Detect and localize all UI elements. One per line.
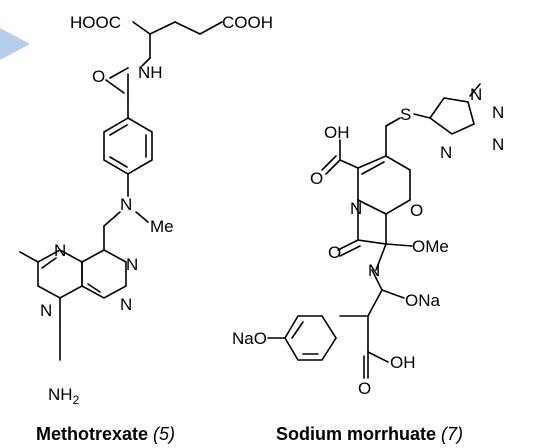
morrhuate-ring-o: O [410, 201, 423, 220]
methotrexate-n3: N [40, 301, 52, 320]
morrhuate-lactam-n: N [350, 199, 362, 218]
methotrexate-methyl: Me [150, 217, 174, 236]
morrhuate-tetrazole-n2: N [492, 103, 504, 122]
methotrexate-n4: N [120, 295, 132, 314]
morrhuate-acid2-oh: OH [390, 353, 416, 372]
morrhuate-nao: NaO [232, 329, 267, 348]
sodium-morrhuate-structure [267, 83, 481, 379]
sodium-morrhuate-atoms: OH O S N N N N N O O OMe N ONa NaO OH O [232, 85, 504, 398]
caption-methotrexate: Methotrexate(5) [36, 424, 175, 444]
methotrexate-cooh-left: HOOC [70, 13, 121, 32]
methotrexate-amino: NH2 [48, 385, 80, 407]
morrhuate-acid-o: O [310, 169, 323, 188]
methotrexate-cooh-right: COOH [222, 13, 273, 32]
morrhuate-acid2-o: O [358, 379, 371, 398]
methotrexate-structure [19, 21, 223, 361]
methotrexate-atoms: HOOC COOH O NH N Me N N N N NH2 [40, 13, 273, 407]
morrhuate-lactam-o: O [328, 243, 341, 262]
methotrexate-n2: N [126, 255, 138, 274]
methotrexate-amide-nh: NH [138, 63, 163, 82]
methotrexate-n-methyl: N [120, 195, 132, 214]
methotrexate-n1: N [54, 241, 66, 260]
morrhuate-imine-n: N [368, 261, 380, 280]
morrhuate-tetrazole-n1: N [470, 85, 482, 104]
morrhuate-s: S [400, 105, 411, 124]
methotrexate-amide-o: O [92, 67, 105, 86]
morrhuate-ona: ONa [405, 291, 441, 310]
arrow-accent-icon [0, 28, 30, 60]
caption-sodium-morrhuate: Sodium morrhuate(7) [276, 424, 463, 444]
morrhuate-acid-oh: OH [324, 123, 350, 142]
morrhuate-ome: OMe [412, 237, 449, 256]
morrhuate-tetrazole-n4: N [440, 143, 452, 162]
morrhuate-tetrazole-n3: N [492, 135, 504, 154]
